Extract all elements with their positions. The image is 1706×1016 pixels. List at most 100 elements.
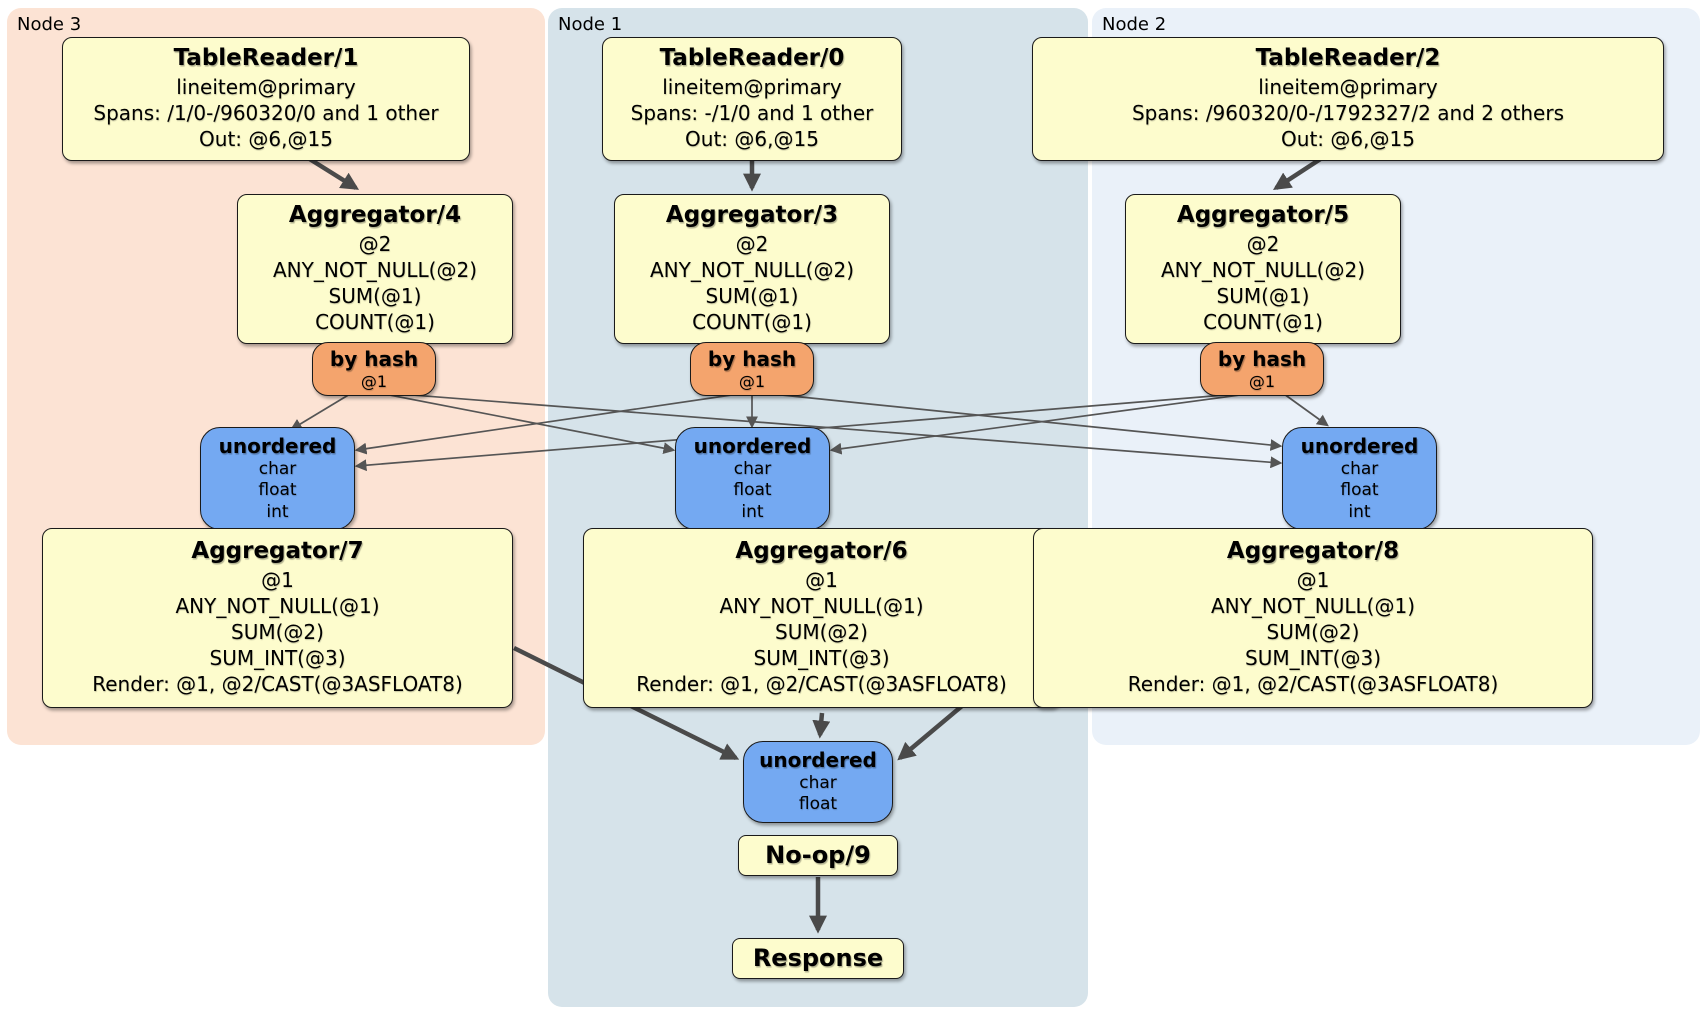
edge-router1-stream3 — [354, 391, 753, 455]
detail-line: SUM(@1) — [705, 283, 799, 308]
tablereader-1-title: TableReader/1 — [173, 45, 359, 71]
detail-line: @2 — [1246, 231, 1280, 256]
detail-line: @1 — [738, 372, 766, 391]
node2-region-label: Node 2 — [1102, 14, 1167, 35]
detail-line: SUM(@1) — [328, 283, 422, 308]
node1-region-label: Node 1 — [558, 14, 623, 35]
detail-line: COUNT(@1) — [692, 309, 812, 334]
unordered-stream-node2-title: unordered — [1300, 434, 1419, 458]
detail-line: lineitem@primary — [662, 74, 842, 99]
detail-line: SUM_INT(@3) — [753, 645, 890, 670]
hash-router-node3-title: by hash — [329, 347, 419, 371]
detail-line: char — [733, 459, 772, 479]
detail-line: float — [733, 480, 772, 501]
detail-line: Spans: /960320/0-/1792327/2 and 2 others — [1131, 100, 1564, 125]
detail-line: int — [266, 501, 289, 522]
detail-line: Spans: -/1/0 and 1 other — [630, 100, 874, 125]
detail-line: SUM_INT(@3) — [1245, 645, 1381, 670]
detail-line: @2 — [358, 231, 392, 256]
detail-line: Out: @6,@15 — [199, 126, 333, 151]
response-title: Response — [752, 944, 884, 972]
detail-line: int — [741, 501, 764, 522]
detail-line: float — [258, 480, 297, 501]
hash-router-node1-title: by hash — [707, 347, 797, 371]
detail-line: Out: @6,@15 — [685, 126, 819, 151]
detail-line: SUM(@2) — [1266, 619, 1360, 644]
detail-line: ANY_NOT_NULL(@2) — [650, 257, 854, 282]
hash-router-node2: by hash @1 — [1200, 342, 1324, 397]
detail-line: int — [1348, 501, 1371, 522]
detail-line: Spans: /1/0-/960320/0 and 1 other — [93, 100, 439, 125]
hash-router-node1-details: @1 — [701, 372, 803, 391]
detail-line: Out: @6,@15 — [1281, 126, 1415, 151]
detail-line: Render: @1, @2/CAST(@3ASFLOAT8) — [1127, 671, 1499, 696]
hash-router-node3-details: @1 — [323, 372, 425, 391]
unordered-stream-node3-title: unordered — [218, 434, 337, 458]
aggregator-6-title: Aggregator/6 — [735, 538, 908, 564]
detail-line: Render: @1, @2/CAST(@3ASFLOAT8) — [636, 671, 1007, 696]
detail-line: char — [1340, 459, 1379, 479]
detail-line: ANY_NOT_NULL(@1) — [719, 593, 924, 618]
detail-line: char — [258, 459, 297, 479]
detail-line: @1 — [1296, 567, 1330, 592]
node3-region-label: Node 3 — [17, 14, 82, 35]
edge-router2-stream1 — [829, 391, 1263, 455]
aggregator-5-title: Aggregator/5 — [1176, 202, 1350, 228]
detail-line: SUM_INT(@3) — [209, 645, 346, 670]
edge-aggregator6-finalstream — [812, 712, 831, 739]
detail-line: Render: @1, @2/CAST(@3ASFLOAT8) — [92, 671, 463, 696]
edge-tablereader2-aggregator5 — [1272, 156, 1324, 190]
detail-line: SUM(@1) — [1216, 283, 1310, 308]
tablereader-0-title: TableReader/0 — [659, 45, 845, 71]
hash-router-node1: by hash @1 — [690, 342, 814, 397]
aggregator-7-title: Aggregator/7 — [191, 538, 364, 564]
edge-router1-stream2 — [751, 391, 1283, 451]
tablereader-2-title: TableReader/2 — [1255, 45, 1441, 71]
detail-line: ANY_NOT_NULL(@1) — [1211, 593, 1415, 618]
hash-router-node2-details: @1 — [1211, 372, 1313, 391]
detail-line: SUM(@2) — [775, 619, 868, 644]
detail-line: COUNT(@1) — [315, 309, 435, 334]
unordered-stream-node1-title: unordered — [693, 434, 812, 458]
noop-box: No-op/9 — [738, 835, 898, 877]
detail-line: @1 — [1248, 372, 1276, 391]
detail-line: lineitem@primary — [176, 74, 356, 99]
hash-router-node3: by hash @1 — [312, 342, 436, 397]
detail-line: @1 — [805, 567, 838, 592]
aggregator-8-title: Aggregator/8 — [1226, 538, 1400, 564]
edge-tablereader1-aggregator4 — [306, 156, 360, 190]
detail-line: @2 — [735, 231, 769, 256]
response-box: Response — [732, 938, 904, 980]
detail-line: float — [1340, 480, 1379, 501]
aggregator-4-title: Aggregator/4 — [288, 202, 462, 228]
hash-router-node2-title: by hash — [1217, 347, 1307, 371]
detail-line: char — [799, 773, 837, 793]
detail-line: lineitem@primary — [1258, 74, 1438, 99]
detail-line: @1 — [261, 567, 294, 592]
detail-line: ANY_NOT_NULL(@2) — [1161, 257, 1365, 282]
noop-title: No-op/9 — [765, 841, 871, 869]
unordered-stream-final-title: unordered — [759, 748, 877, 772]
